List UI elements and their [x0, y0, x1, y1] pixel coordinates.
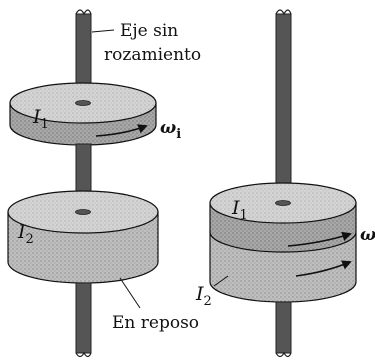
- axis-note-line2: rozamiento: [104, 45, 201, 65]
- right-assembly: [209, 9, 357, 358]
- right-shaft-bottom: [275, 301, 292, 358]
- left-omega-symbol: ω: [160, 118, 176, 138]
- left-i2-label: I2: [17, 221, 34, 247]
- left-bottom-disk: [7, 190, 159, 284]
- right-shaft-top: [275, 9, 292, 193]
- right-i2-subscript: 2: [204, 294, 212, 309]
- right-i1-label: I1: [231, 197, 248, 223]
- left-i2-symbol: I: [17, 221, 26, 243]
- right-omega-symbol: ω: [360, 225, 375, 245]
- left-omega-subscript: i: [176, 127, 181, 142]
- axis-note-line1: Eje sin: [120, 21, 178, 41]
- left-i1-symbol: I: [32, 106, 41, 128]
- left-i2-subscript: 2: [26, 232, 34, 247]
- left-i1-label: I1: [32, 106, 49, 132]
- right-i2-leader: [213, 275, 229, 287]
- left-shaft-bottom: [75, 282, 92, 358]
- rest-note: En reposo: [112, 313, 199, 333]
- right-omega-label: ωf: [360, 225, 375, 249]
- left-top-rotation-arrow: [95, 124, 148, 137]
- left-assembly: [7, 9, 159, 358]
- right-upper-rotation-arrow: [287, 231, 352, 247]
- left-top-disk: [9, 82, 157, 146]
- right-i1-subscript: 1: [240, 208, 248, 223]
- left-i1-subscript: 1: [41, 117, 49, 132]
- left-shaft-top: [75, 9, 92, 95]
- right-i2-symbol: I: [195, 283, 204, 305]
- left-omega-label: ωi: [160, 118, 181, 142]
- axis-note-leader: [91, 29, 115, 33]
- right-i1-symbol: I: [231, 197, 240, 219]
- right-lower-rotation-arrow: [295, 260, 352, 277]
- right-i2-label: I2: [195, 283, 212, 309]
- rest-note-leader: [119, 277, 141, 309]
- right-combined-disk: [209, 182, 357, 303]
